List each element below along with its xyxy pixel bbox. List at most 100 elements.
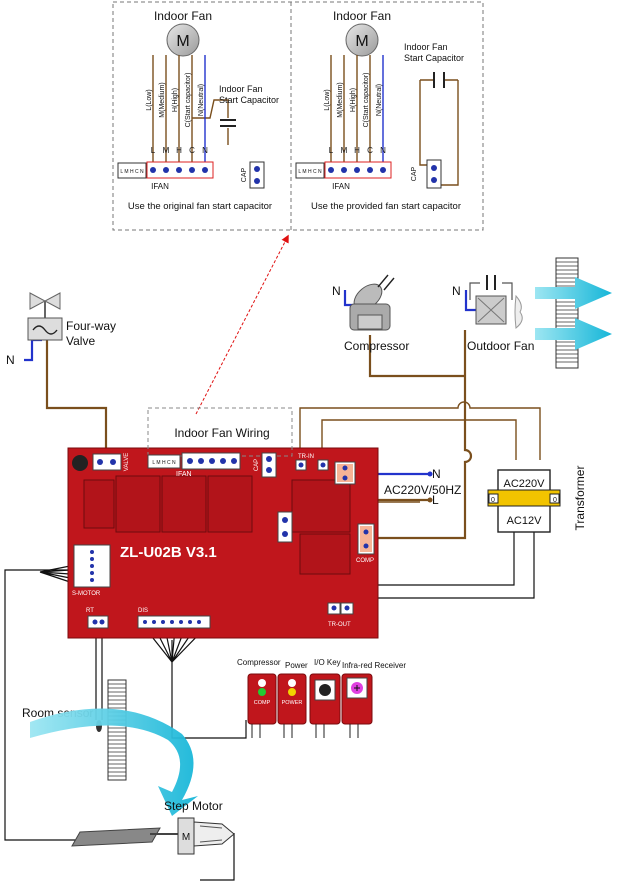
capacitor-label: Indoor Fan bbox=[219, 84, 263, 94]
step-motor: Step Motor M bbox=[71, 799, 235, 855]
outdoor-fan: Outdoor Fan N bbox=[452, 257, 612, 369]
ifan-label: IFAN bbox=[332, 182, 350, 191]
motor-symbol: M bbox=[176, 33, 189, 50]
pin-label: C bbox=[367, 146, 373, 155]
indoor-fan-wiring-label: Indoor Fan Wiring bbox=[174, 426, 269, 440]
capacitor-label: Indoor Fan bbox=[404, 42, 448, 52]
rt-label: RT bbox=[86, 608, 94, 614]
rt-connector bbox=[87, 615, 109, 629]
wire-label: N(Neutral) bbox=[198, 84, 205, 116]
board-hole-icon bbox=[72, 455, 88, 471]
capacitor-label: Start Capacitor bbox=[404, 53, 464, 63]
evaporator-fins bbox=[107, 679, 127, 781]
pin-label: N bbox=[380, 146, 386, 155]
led-icon bbox=[288, 679, 296, 687]
transformer: 0 0 AC220V AC12V Transformer bbox=[487, 466, 587, 533]
compressor-label: Compressor bbox=[344, 339, 409, 353]
wire-label: L(Low) bbox=[324, 89, 331, 110]
room-sensor: Room sensor bbox=[22, 679, 198, 816]
power-led-icon bbox=[288, 688, 296, 696]
transformer-label: Transformer bbox=[573, 466, 587, 531]
transformer-core bbox=[487, 489, 561, 507]
inset-left-title: Indoor Fan bbox=[154, 9, 212, 23]
fan-motor-icon bbox=[345, 23, 379, 57]
four-way-valve: Four-way Valve N bbox=[6, 292, 116, 367]
four-way-label: Four-way bbox=[66, 319, 116, 333]
valve-connector bbox=[92, 453, 122, 471]
heat-exchanger-fins bbox=[555, 257, 579, 369]
cap-connector bbox=[249, 161, 265, 189]
svg-text:Power: Power bbox=[285, 661, 308, 670]
louver-icon bbox=[71, 827, 161, 847]
airflow-arrow-icon bbox=[30, 708, 198, 816]
inset-right-caption: Use the provided fan start capacitor bbox=[311, 201, 461, 212]
mains-l-label: L bbox=[432, 493, 439, 507]
step-motor-label: Step Motor bbox=[164, 799, 223, 813]
ifan-board-label: IFAN bbox=[176, 471, 192, 478]
svg-text:COMP: COMP bbox=[254, 700, 271, 706]
compressor: Compressor N bbox=[332, 274, 409, 353]
wire-label: H(High) bbox=[350, 88, 357, 112]
tr-out-label: TR-OUT bbox=[328, 622, 351, 628]
capacitor-label: Start Capacitor bbox=[219, 95, 279, 105]
svg-text:M: M bbox=[182, 832, 190, 843]
motor-symbol: M bbox=[355, 33, 368, 50]
wire-label: M(Medium) bbox=[159, 82, 166, 117]
dis-label: DIS bbox=[138, 608, 148, 614]
neutral-label: N bbox=[6, 353, 15, 367]
svg-text:CAP: CAP bbox=[241, 167, 248, 182]
neutral-label: N bbox=[452, 284, 461, 298]
svg-text:Infra-red Receiver: Infra-red Receiver bbox=[342, 661, 406, 670]
mains-n-label: N bbox=[432, 467, 441, 481]
airflow-arrow-icon bbox=[535, 318, 612, 350]
comp-led-icon bbox=[258, 688, 266, 696]
pin-label: H bbox=[176, 146, 182, 155]
wire-label: C(Start capacitor) bbox=[185, 73, 192, 128]
pin-label: M bbox=[163, 146, 170, 155]
pin-label: H bbox=[354, 146, 360, 155]
board-model: ZL-U02B V3.1 bbox=[120, 544, 217, 561]
main-board: Indoor Fan Wiring VALVE L M H C N IFAN C… bbox=[67, 407, 379, 639]
wire-label: L(Low) bbox=[146, 89, 153, 110]
airflow-arrow-icon bbox=[535, 277, 612, 309]
io-key-button-icon bbox=[319, 684, 331, 696]
mains-label: AC220V/50HZ bbox=[384, 483, 461, 497]
wire-label: H(High) bbox=[172, 88, 179, 112]
inset-right-title: Indoor Fan bbox=[333, 9, 391, 23]
fan-motor-icon bbox=[166, 23, 200, 57]
four-way-label: Valve bbox=[66, 334, 95, 348]
svg-text:CAP: CAP bbox=[254, 459, 260, 471]
neutral-label: N bbox=[332, 284, 341, 298]
wire-label: M(Medium) bbox=[337, 82, 344, 117]
svg-text:CAP: CAP bbox=[411, 166, 418, 181]
wire-label: C(Start capacitor) bbox=[363, 73, 370, 128]
inset-left-caption: Use the original fan start capacitor bbox=[128, 201, 272, 212]
indoor-fan-wiring-box bbox=[147, 407, 293, 457]
s-motor-label: S-MOTOR bbox=[72, 591, 101, 597]
svg-text:POWER: POWER bbox=[282, 700, 303, 706]
pin-label: M bbox=[341, 146, 348, 155]
inset-right: Indoor Fan M Indoor Fan Start Capacitor … bbox=[295, 9, 464, 212]
pin-label: L bbox=[329, 146, 334, 155]
blue-wires bbox=[24, 290, 476, 476]
valve-board-label: VALVE bbox=[124, 453, 130, 471]
pointer-arrow bbox=[195, 234, 289, 415]
comp-board-label: COMP bbox=[356, 558, 374, 564]
svg-text:I/O Key: I/O Key bbox=[314, 658, 341, 667]
svg-text:L M H C N: L M H C N bbox=[152, 460, 176, 466]
wire-label: N(Neutral) bbox=[376, 84, 383, 116]
svg-text:0: 0 bbox=[491, 497, 495, 504]
pin-label: L bbox=[151, 146, 156, 155]
inset-left: Indoor Fan M L(Low) M(Medium) H(High) C(… bbox=[117, 9, 279, 212]
pin-label: C bbox=[189, 146, 195, 155]
fan-blade-icon bbox=[514, 294, 523, 329]
outdoor-fan-label: Outdoor Fan bbox=[467, 339, 534, 353]
svg-text:L M H C N: L M H C N bbox=[120, 169, 144, 175]
svg-text:L M H C N: L M H C N bbox=[298, 169, 322, 175]
ifan-label: IFAN bbox=[151, 182, 169, 191]
svg-text:0: 0 bbox=[553, 497, 557, 504]
led-icon bbox=[258, 679, 266, 687]
pin-label: N bbox=[202, 146, 208, 155]
connector-small bbox=[117, 162, 147, 179]
svg-text:Compressor: Compressor bbox=[237, 658, 281, 667]
